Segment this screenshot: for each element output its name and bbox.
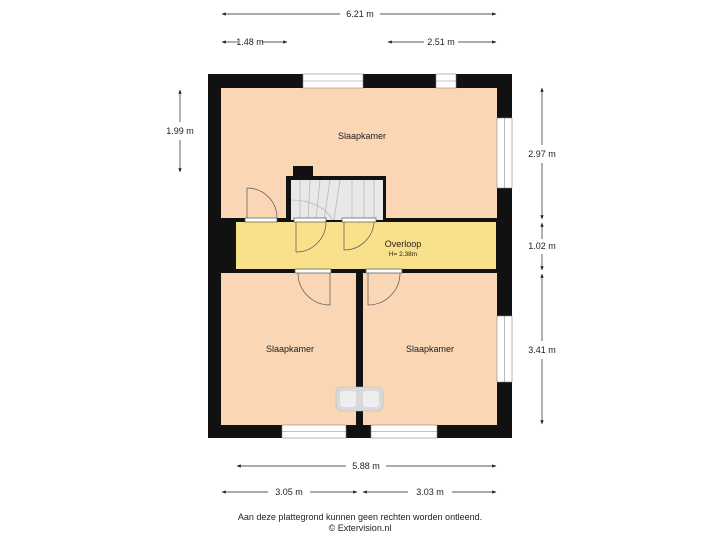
dimension-right-lower: 3.41 m	[528, 345, 556, 355]
sink-icon	[335, 386, 384, 412]
dimension-top-total: 6.21 m	[346, 9, 374, 19]
landing-height-label: H= 2.38m	[389, 251, 417, 258]
dimension-lines	[178, 12, 544, 494]
left-wall-notch	[221, 222, 236, 269]
dimension-bottom-left: 3.05 m	[275, 487, 303, 497]
staircase	[286, 166, 386, 222]
dimension-bottom-total: 5.88 m	[352, 461, 380, 471]
dimension-right-upper: 2.97 m	[528, 149, 556, 159]
room-label-bottom-right-bedroom: Slaapkamer	[406, 344, 454, 354]
dimension-top-right: 2.51 m	[427, 37, 455, 47]
dimension-top-left: 1.48 m	[236, 37, 264, 47]
dimension-left-upper: 1.99 m	[166, 126, 194, 136]
doors	[244, 187, 403, 306]
dimension-bottom-right: 3.03 m	[416, 487, 444, 497]
bottom-left-bedroom-floor	[221, 273, 356, 425]
room-label-landing: Overloop	[385, 239, 422, 249]
room-label-top-bedroom: Slaapkamer	[338, 131, 386, 141]
bottom-right-bedroom-floor	[363, 273, 497, 425]
landing-floor	[236, 222, 496, 269]
footer-disclaimer: Aan deze plattegrond kunnen geen rechten…	[237, 512, 483, 522]
footer-credit: © Extervision.nl	[328, 523, 392, 533]
dimension-right-middle: 1.02 m	[528, 241, 556, 251]
room-label-bottom-left-bedroom: Slaapkamer	[266, 344, 314, 354]
